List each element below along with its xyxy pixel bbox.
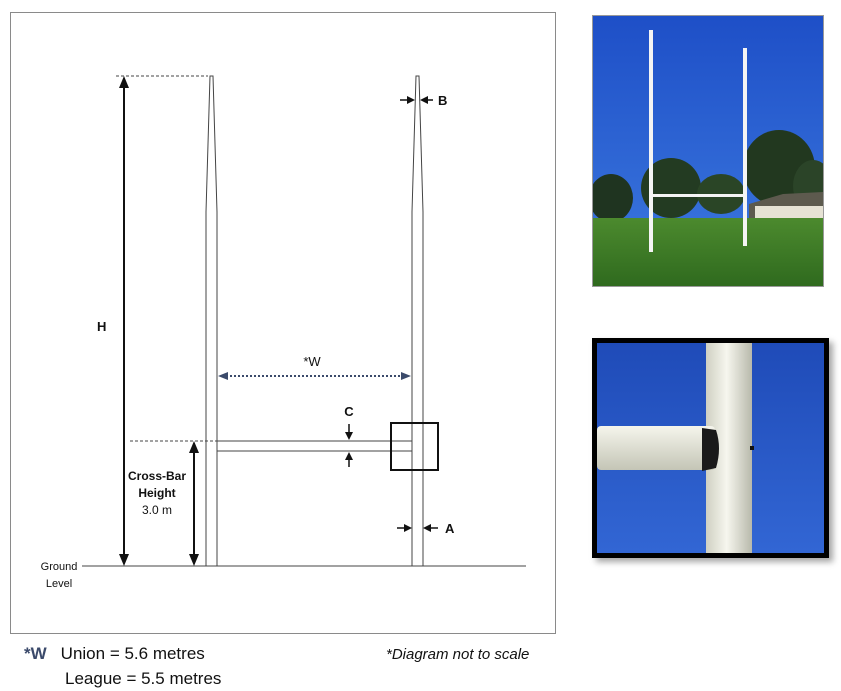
crossbar-value: 3.0 m	[142, 503, 172, 517]
w-legend: *W Union = 5.6 metres League = 5.5 metres	[24, 644, 221, 688]
b-arrow-left-head	[407, 96, 415, 104]
legend-key: *W	[24, 644, 47, 663]
goal-post-diagram: H Cross-Bar Height 3.0 m Ground Level B …	[41, 75, 526, 590]
a-arrow-left-head	[404, 524, 412, 532]
c-arrow-top-head	[345, 432, 353, 440]
h-arrow-bottom	[119, 554, 129, 566]
goal-posts-photo	[592, 15, 824, 287]
label-a: A	[445, 521, 455, 536]
w-arrow-left-head	[218, 372, 228, 380]
label-b: B	[438, 93, 447, 108]
legend-union: Union = 5.6 metres	[60, 644, 205, 663]
h-arrow-top	[119, 76, 129, 88]
label-w: *W	[303, 354, 321, 369]
crossbar-arrow-top	[189, 441, 199, 453]
crossbar-label-line1: Cross-Bar	[128, 469, 186, 483]
legend-league: League = 5.5 metres	[65, 669, 222, 688]
crossbar-detail-photo	[592, 338, 829, 558]
c-arrow-bottom-head	[345, 452, 353, 460]
label-h: H	[97, 319, 106, 334]
crossbar-label-line2: Height	[138, 486, 175, 500]
ground-label-line1: Ground	[41, 561, 78, 573]
diagram-frame	[10, 12, 556, 634]
detail-box	[390, 422, 439, 471]
label-c: C	[344, 404, 354, 419]
scale-note: *Diagram not to scale	[386, 646, 530, 663]
crossbar-arrow-bottom	[189, 554, 199, 566]
left-post	[205, 75, 218, 567]
right-post	[411, 75, 424, 567]
ground-label-line2: Level	[46, 578, 72, 590]
w-arrow-right-head	[401, 372, 411, 380]
a-arrow-right-head	[423, 524, 431, 532]
b-arrow-right-head	[420, 96, 428, 104]
